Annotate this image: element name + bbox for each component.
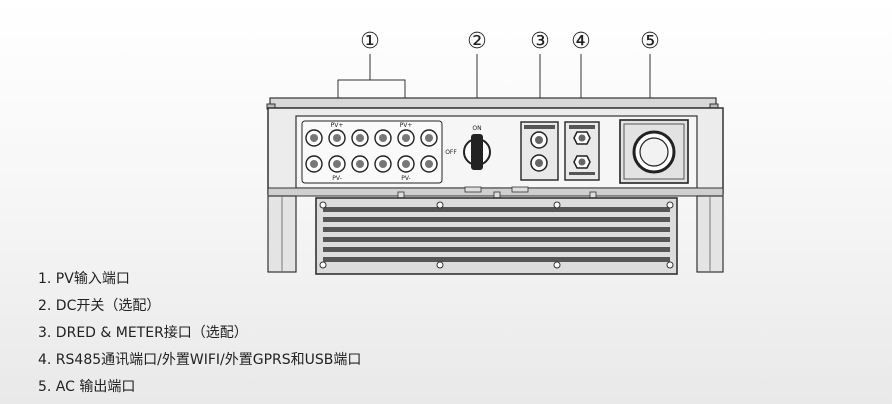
legend-item-dred-meter: 3. DRED & METER接口（选配） [38,325,248,341]
callout-4: ④ [571,29,591,54]
dc-switch-on-label: ON [472,125,481,132]
legend-item-dc-switch: 2. DC开关（选配） [38,298,161,314]
ac-output-port [619,119,689,184]
pv-plus-label-right: PV+ [400,122,413,129]
heatsink [315,197,678,275]
pv-plus-label-left: PV+ [331,122,344,129]
pv-connector-panel: PV+ PV+ PV- PV- [301,120,443,184]
callout-2: ② [467,29,487,54]
legend-item-ac-output: 5. AC 输出端口 [38,379,136,395]
body-fittings [397,186,597,201]
dc-switch-off-label: OFF [445,149,457,156]
callout-1: ① [360,29,380,54]
dc-switch: ON OFF [445,125,491,170]
dred-meter-port [520,121,559,181]
legend-item-pv-input: 1. PV输入端口 [38,271,130,287]
inverter-port-diagram: ① ② ③ ④ ⑤ [266,29,724,275]
callout-3: ③ [530,29,550,54]
legend-item-rs485-wifi-gprs-usb: 4. RS485通讯端口/外置WIFI/外置GPRS和USB端口 [38,352,362,368]
port-legend: 1. PV输入端口 2. DC开关（选配） 3. DRED & METER接口（… [38,268,361,403]
pv-minus-label-right: PV- [401,175,411,182]
callout-5: ⑤ [640,29,660,54]
pv-minus-label-left: PV- [332,175,342,182]
rs485-usb-port [564,121,600,181]
